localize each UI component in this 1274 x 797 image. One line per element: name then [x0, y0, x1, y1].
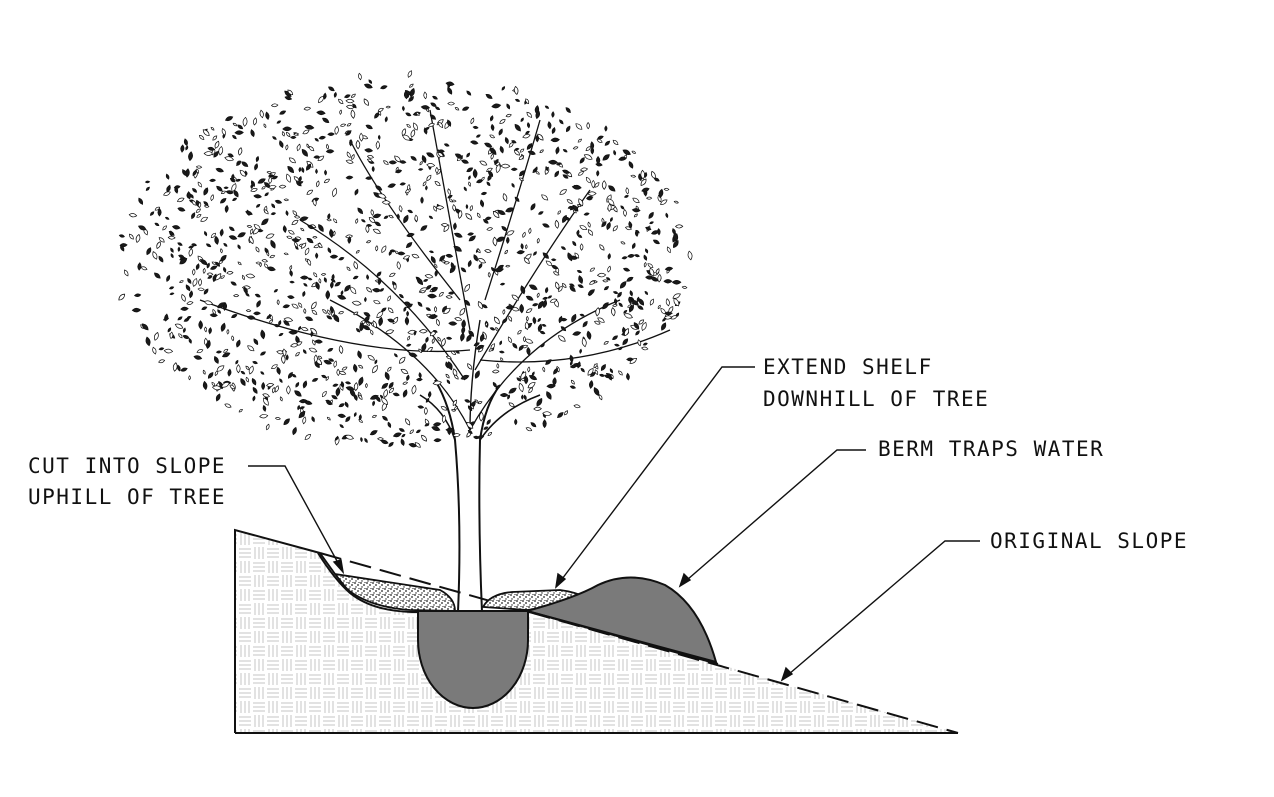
leader-slope	[781, 540, 980, 681]
label-shelf-line1: EXTEND SHELF	[763, 355, 933, 379]
tree-trunk	[419, 319, 541, 613]
leader-cut	[248, 465, 344, 573]
label-cut-line2: UPHILL OF TREE	[28, 485, 226, 509]
berm	[523, 576, 718, 664]
leader-shelf	[555, 366, 755, 588]
tree-canopy	[118, 70, 693, 448]
root-ball	[417, 610, 529, 709]
label-berm: BERM TRAPS WATER	[878, 437, 1104, 461]
leader-lines	[248, 366, 980, 682]
label-cut-line1: CUT INTO SLOPE	[28, 454, 226, 478]
label-shelf-line2: DOWNHILL OF TREE	[763, 387, 989, 411]
leader-berm	[679, 449, 866, 587]
label-slope: ORIGINAL SLOPE	[990, 529, 1188, 553]
uphill-cut-mulch	[319, 552, 456, 612]
